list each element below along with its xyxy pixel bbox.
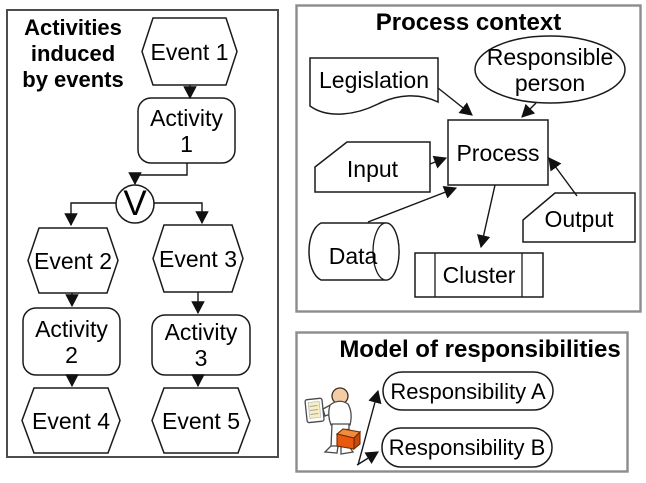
activities-panel-title: Activities induced by events: [22, 15, 124, 92]
legislation-label: Legislation: [319, 67, 429, 93]
activity3-label: Activity 3: [164, 319, 238, 371]
cluster-label: Cluster: [442, 262, 516, 288]
responsibility-a-label: Responsibility A: [390, 378, 546, 404]
event5-hexagon: [151, 387, 251, 454]
arrow-process-cluster: [477, 184, 496, 249]
event3-hexagon: [152, 224, 244, 293]
person-torso: [328, 400, 352, 426]
arrow-person-responsibility-b: [356, 451, 379, 466]
tablet-icon: [304, 397, 325, 424]
activity2-label: Activity 2: [35, 315, 108, 368]
arrow-connector-event3: [154, 202, 209, 225]
input-shape: [314, 141, 431, 193]
data-label: Data: [328, 243, 378, 269]
event5-label: Event 5: [162, 407, 240, 434]
briefcase-icon: [335, 428, 362, 451]
process-box: [447, 119, 549, 186]
arrow-output-process: [548, 157, 578, 197]
responsibility-b-label: Responsibility B: [388, 435, 546, 460]
arrow-legislation-process: [437, 87, 473, 116]
arrow-data-process: [367, 185, 458, 223]
person-icon: [304, 387, 362, 455]
data-cylinder-cap: [372, 222, 400, 281]
arrow-input-process: [429, 155, 448, 169]
responsible-person-ellipse: [474, 35, 626, 104]
or-connector-label: V: [123, 183, 147, 223]
responsible-person-label: Responsible person: [486, 43, 614, 96]
event2-hexagon: [27, 227, 119, 294]
output-label: Output: [544, 206, 614, 232]
event3-label: Event 3: [159, 245, 237, 272]
responsibility-a-pill: [382, 371, 554, 411]
arrow-person-responsibility-a: [357, 389, 382, 466]
person-foot-left: [323, 445, 339, 454]
event1-hexagon: [141, 17, 238, 86]
event1-label: Event 1: [150, 38, 229, 65]
input-label: Input: [346, 155, 399, 182]
legislation-document: [309, 57, 439, 115]
arrow-connector-event2: [64, 202, 116, 227]
event2-label: Event 2: [34, 247, 112, 274]
arrow-person-process: [521, 102, 537, 118]
process-label: Process: [456, 140, 540, 166]
responsibility-b-pill: [381, 427, 553, 468]
output-shape: [522, 192, 636, 243]
arrow-activity1-connector: [128, 163, 188, 186]
responsibilities-title: Model of responsibilities: [339, 336, 621, 363]
activity1-label: Activity 1: [150, 104, 223, 157]
event4-hexagon: [21, 387, 121, 454]
event4-label: Event 4: [32, 407, 110, 434]
process-context-title: Process context: [375, 9, 562, 36]
